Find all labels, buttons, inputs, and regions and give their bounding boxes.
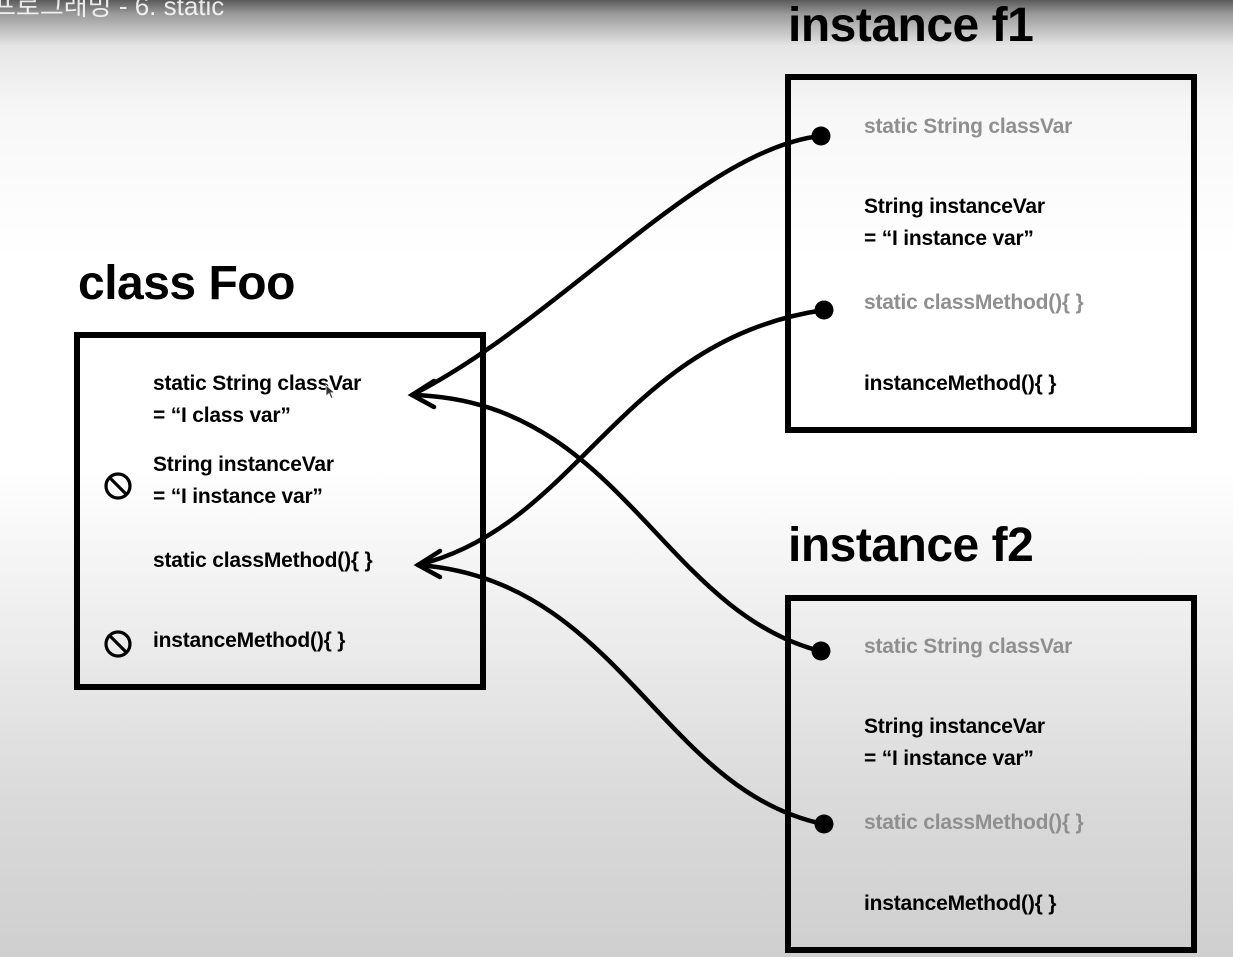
f2-classvar-ref: static String classVar — [864, 635, 1073, 658]
f1-classvar-connector — [409, 133, 823, 398]
mouse-cursor-icon — [325, 384, 336, 400]
f1-classmethod-dot — [814, 300, 834, 320]
prohibited-icon — [104, 472, 132, 500]
foo-classmethod: static classMethod(){ } — [153, 549, 373, 572]
f1-classmethod-ref: static classMethod(){ } — [864, 291, 1084, 314]
f1-instancemethod: instanceMethod(){ } — [864, 372, 1057, 395]
classvar-arrowhead — [407, 378, 437, 410]
foo-instancemethod: instanceMethod(){ } — [153, 629, 346, 652]
instance-f1-box — [785, 74, 1197, 433]
f2-classmethod-connector — [415, 562, 826, 827]
foo-instancevar-value: = “I instance var” — [153, 485, 323, 508]
f2-instancevar-value: = “I instance var” — [864, 747, 1034, 770]
instance-f2-title: instance f2 — [788, 519, 1034, 572]
f1-classvar-ref: static String classVar — [864, 115, 1073, 138]
class-foo-box — [74, 332, 486, 690]
foo-instancevar-decl: String instanceVar — [153, 453, 334, 476]
f2-classvar-dot — [811, 641, 831, 661]
classmethod-arrowhead — [413, 548, 443, 580]
f1-classvar-dot — [811, 126, 831, 146]
f2-classmethod-ref: static classMethod(){ } — [864, 811, 1084, 834]
class-foo-title: class Foo — [78, 257, 295, 310]
foo-classvar-decl: static String classVar — [153, 372, 362, 395]
f1-classmethod-connector — [415, 307, 827, 568]
f2-classmethod-dot — [814, 814, 834, 834]
f2-instancevar-decl: String instanceVar — [864, 715, 1045, 738]
f2-classvar-connector — [409, 392, 823, 654]
video-title: 프로그래밍 - 6. static — [0, 0, 225, 21]
instance-f1-title: instance f1 — [788, 0, 1034, 52]
f1-instancevar-decl: String instanceVar — [864, 195, 1045, 218]
f2-instancemethod: instanceMethod(){ } — [864, 892, 1057, 915]
foo-classvar-value: = “I class var” — [153, 404, 291, 427]
f1-instancevar-value: = “I instance var” — [864, 227, 1034, 250]
instance-f2-box — [785, 595, 1197, 953]
prohibited-icon — [104, 630, 132, 658]
